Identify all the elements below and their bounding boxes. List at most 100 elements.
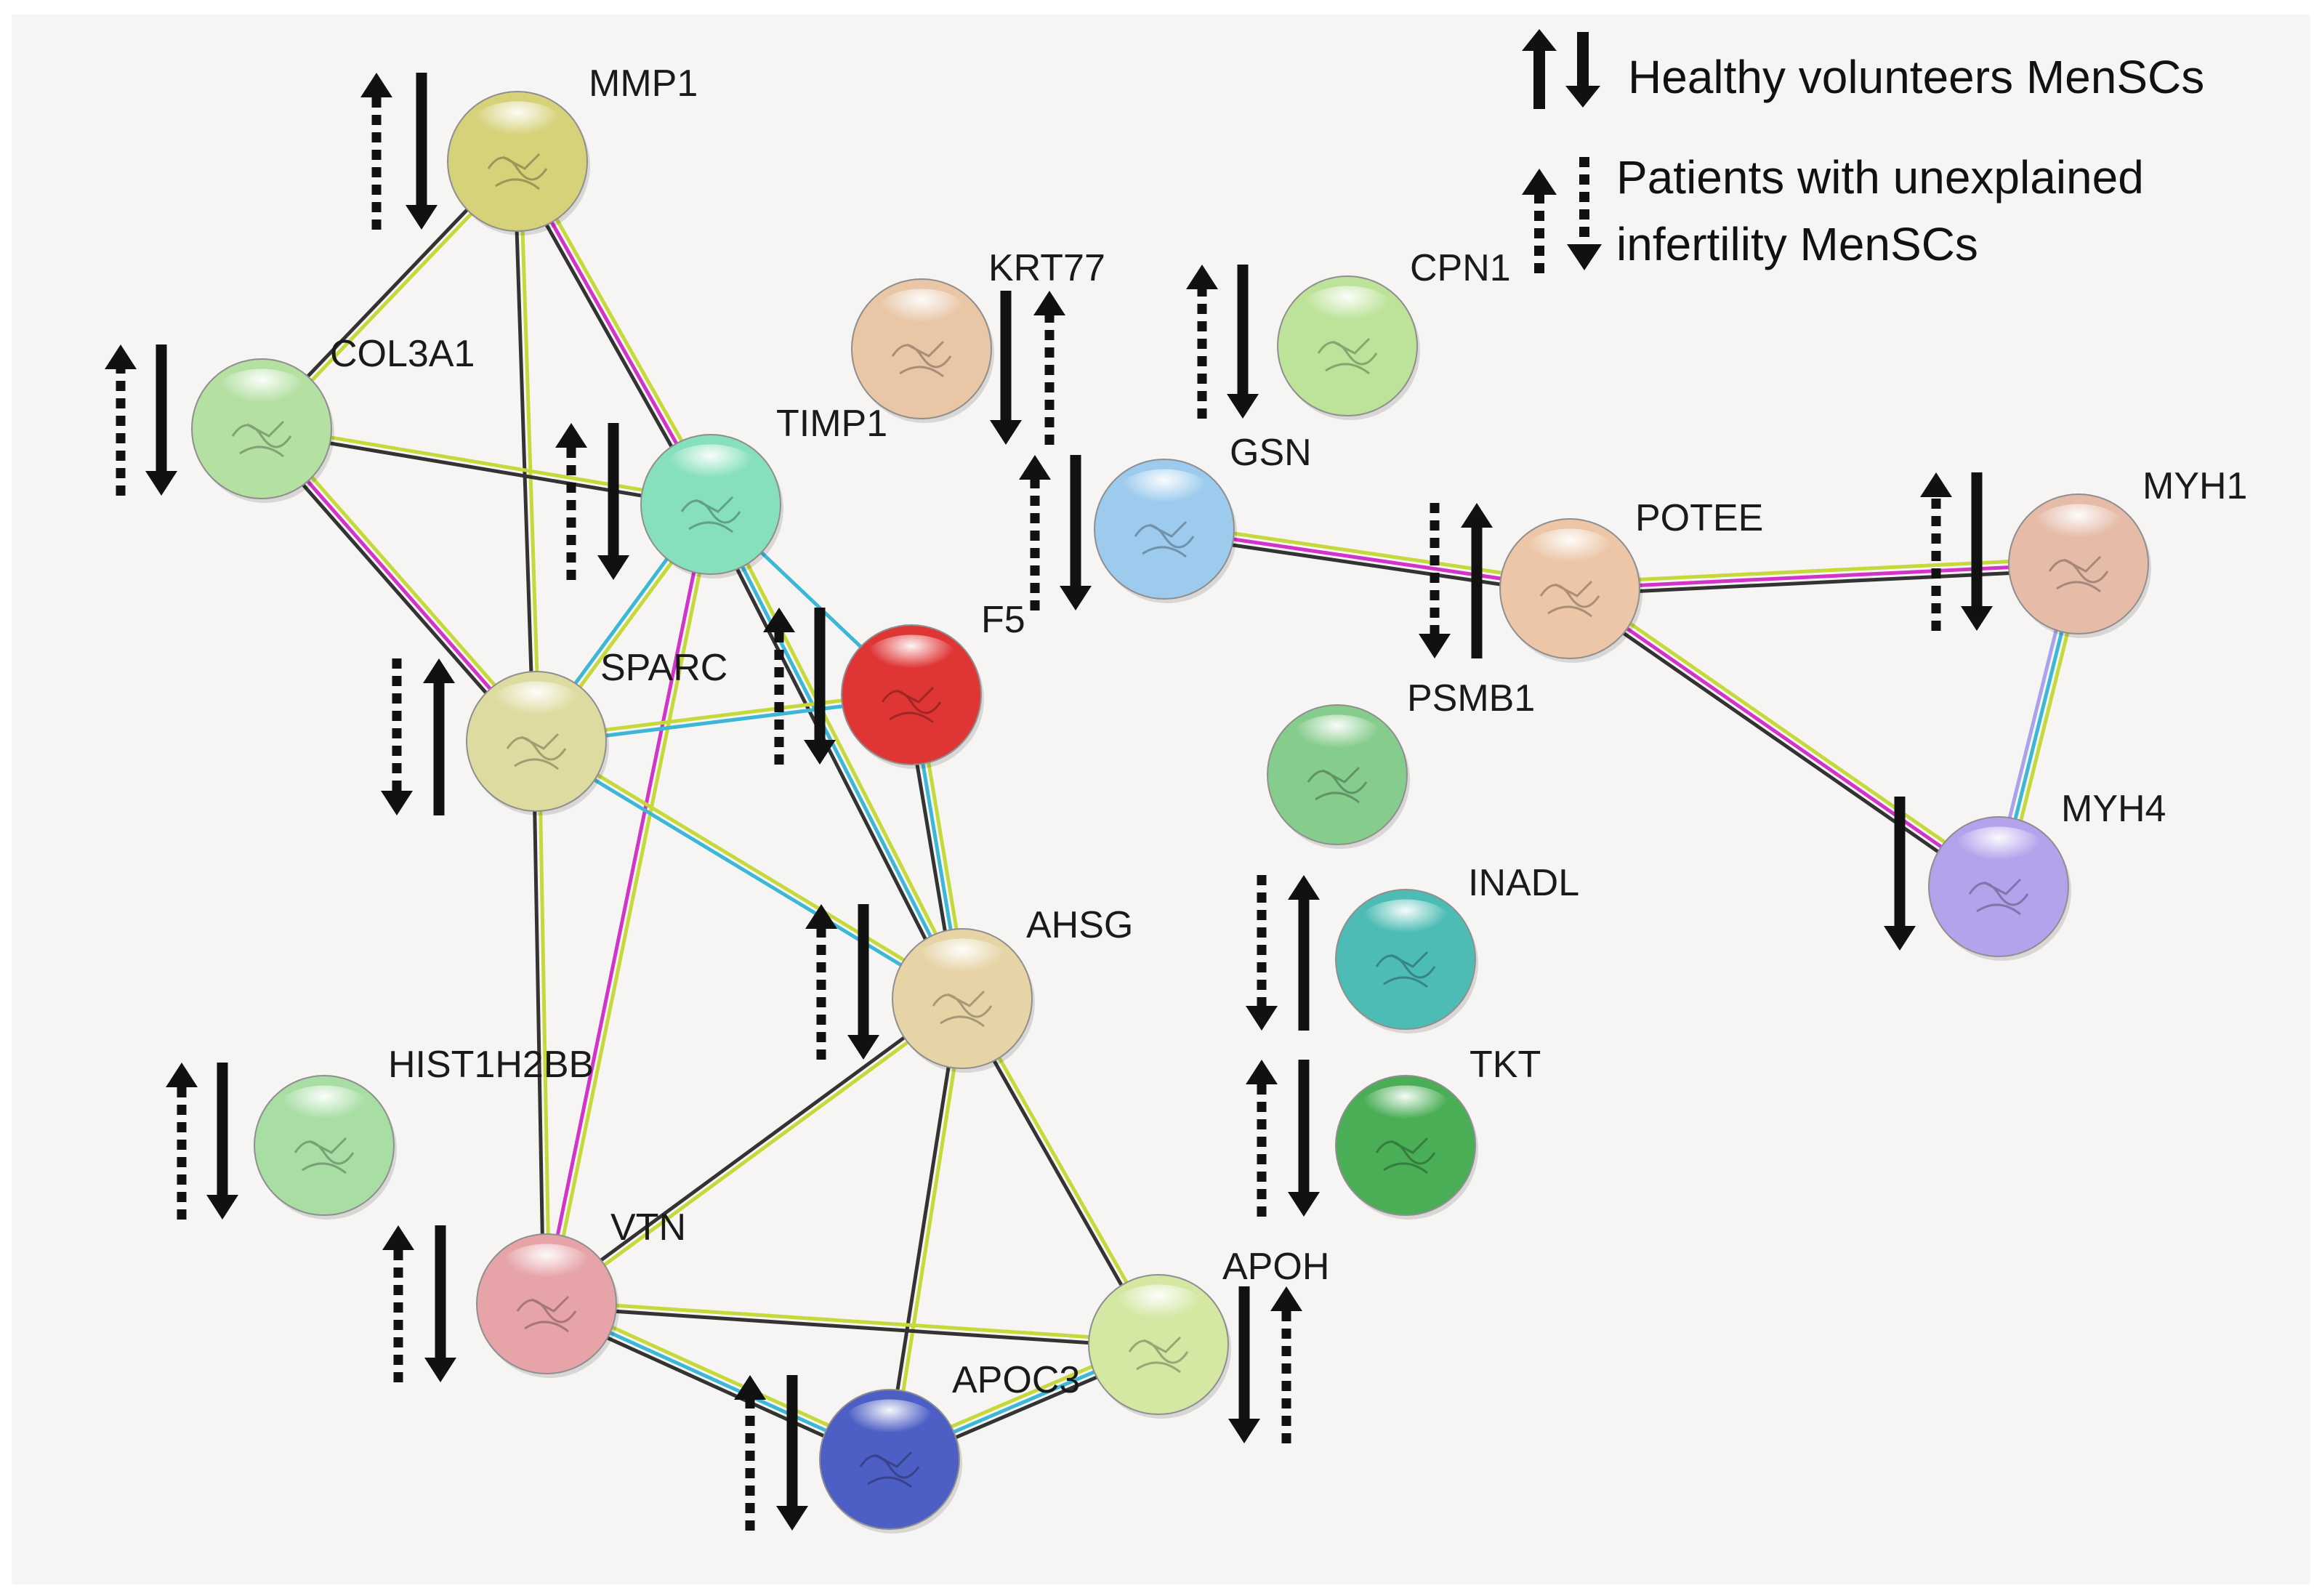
- protein-structure-icon: [1134, 520, 1195, 558]
- node-myh4[interactable]: [1928, 816, 2071, 961]
- myh1-healthy-arrow: [1961, 472, 1993, 631]
- cpn1-healthy-arrow: [1227, 265, 1259, 419]
- node-apoc3[interactable]: [819, 1389, 962, 1533]
- legend-healthy-label: Healthy volunteers MenSCs: [1628, 51, 2204, 103]
- protein-structure-icon: [1128, 1336, 1189, 1374]
- node-ahsg[interactable]: [892, 928, 1035, 1073]
- node-timp1[interactable]: [640, 434, 783, 579]
- edge-line-yellow: [714, 501, 969, 997]
- node-inadl[interactable]: [1335, 889, 1478, 1033]
- psmb1-patients-arrow: [1419, 503, 1451, 658]
- edge-ahsg-vtn: [544, 994, 965, 1308]
- apoh-patients-arrow: [1270, 1286, 1302, 1443]
- timp1-patients-arrow: [555, 423, 587, 580]
- mmp1-healthy-arrow: [406, 73, 438, 230]
- edge-line-black: [544, 994, 962, 1303]
- vtn-healthy-arrow: [424, 1225, 456, 1382]
- protein-structure-icon: [1968, 878, 2029, 916]
- edge-line-yellow: [536, 737, 965, 998]
- node-highlight: [863, 634, 959, 685]
- col3a1-healthy-arrow: [145, 344, 177, 496]
- node-label-f5: F5: [981, 599, 1025, 641]
- edge-potee-myh4: [1565, 582, 2003, 893]
- edge-line-yellow: [1569, 556, 2079, 585]
- node-krt77[interactable]: [851, 278, 994, 423]
- sparc-patients-arrow: [381, 658, 413, 815]
- edge-line-yellow: [1572, 582, 2003, 884]
- protein-structure-icon: [680, 496, 741, 533]
- psmb1-healthy-arrow: [1461, 503, 1493, 658]
- node-mmp1[interactable]: [447, 91, 590, 235]
- edge-line-yellow: [518, 161, 541, 741]
- protein-structure-icon: [506, 733, 567, 770]
- node-psmb1[interactable]: [1267, 704, 1410, 849]
- myh1-patients-arrow: [1920, 472, 1952, 631]
- sparc-healthy-arrow: [423, 658, 455, 815]
- edge-timp1-vtn: [541, 503, 716, 1305]
- tkt-patients-arrow: [1246, 1060, 1278, 1217]
- node-highlight: [1110, 1284, 1206, 1335]
- f5-patients-arrow: [763, 608, 795, 765]
- node-potee[interactable]: [1499, 518, 1642, 663]
- edge-line-yellow: [547, 504, 716, 1305]
- cpn1-patients-arrow: [1186, 265, 1218, 419]
- ahsg-patients-arrow: [805, 904, 837, 1060]
- apoc3-patients-arrow: [734, 1375, 766, 1531]
- node-label-hist1h2bb: HIST1H2BB: [388, 1044, 594, 1086]
- edge-vtn-apoh: [546, 1299, 1159, 1350]
- edge-line-black: [1565, 592, 1996, 893]
- protein-structure-icon: [1375, 1137, 1436, 1174]
- node-vtn[interactable]: [476, 1233, 619, 1378]
- node-highlight: [1522, 528, 1618, 579]
- protein-structure-icon: [891, 340, 952, 378]
- protein-structure-icon: [881, 686, 942, 724]
- edge-line-black: [512, 161, 536, 742]
- mmp1-patients-arrow: [360, 73, 392, 230]
- legend-healthy-arrows: [1522, 29, 1600, 109]
- edge-potee-myh1: [1569, 556, 2079, 597]
- node-sparc[interactable]: [466, 671, 609, 815]
- node-highlight: [499, 1244, 594, 1294]
- protein-structure-icon: [516, 1295, 577, 1333]
- node-label-gsn: GSN: [1230, 432, 1312, 474]
- node-hist1h2bb[interactable]: [254, 1075, 397, 1220]
- gsn-healthy-arrow: [1060, 455, 1092, 610]
- node-label-inadl: INADL: [1468, 862, 1579, 904]
- protein-structure-icon: [1375, 951, 1436, 988]
- edge-line-magenta: [541, 503, 710, 1304]
- node-tkt[interactable]: [1335, 1075, 1478, 1220]
- edge-line-magenta: [1569, 562, 2079, 591]
- edge-line-black: [704, 506, 959, 1002]
- vtn-patients-arrow: [382, 1225, 414, 1382]
- protein-structure-icon: [487, 153, 548, 190]
- edge-mmp1-sparc: [512, 161, 541, 742]
- edge-line-yellow: [547, 999, 965, 1308]
- edge-line-cyan: [533, 742, 962, 1003]
- node-label-apoc3: APOC3: [952, 1359, 1080, 1401]
- node-label-potee: POTEE: [1635, 497, 1763, 539]
- arrows-layer: [105, 73, 1993, 1531]
- node-cpn1[interactable]: [1277, 275, 1420, 420]
- protein-structure-icon: [1539, 580, 1600, 618]
- node-apoh[interactable]: [1088, 1274, 1231, 1419]
- edge-timp1-ahsg: [704, 501, 969, 1002]
- diagram-background: [12, 15, 2310, 1584]
- node-gsn[interactable]: [1094, 459, 1237, 603]
- node-col3a1[interactable]: [191, 358, 334, 503]
- node-highlight: [1299, 286, 1395, 336]
- node-highlight: [488, 681, 584, 732]
- node-f5[interactable]: [841, 624, 984, 769]
- legend-patients-arrows: [1522, 157, 1602, 273]
- node-myh1[interactable]: [2008, 493, 2151, 638]
- inadl-patients-arrow: [1246, 875, 1278, 1031]
- hist1h2bb-healthy-arrow: [206, 1063, 238, 1220]
- node-highlight: [1358, 1085, 1454, 1136]
- edge-line-black: [260, 430, 711, 509]
- gsn-patients-arrow: [1019, 455, 1051, 610]
- legend: Healthy volunteers MenSCs Patients with …: [1522, 29, 2204, 273]
- edge-line-yellow: [547, 1299, 1159, 1344]
- krt77-healthy-arrow: [990, 291, 1022, 445]
- myh4-healthy-arrow: [1884, 797, 1916, 951]
- node-label-mmp1: MMP1: [589, 63, 698, 105]
